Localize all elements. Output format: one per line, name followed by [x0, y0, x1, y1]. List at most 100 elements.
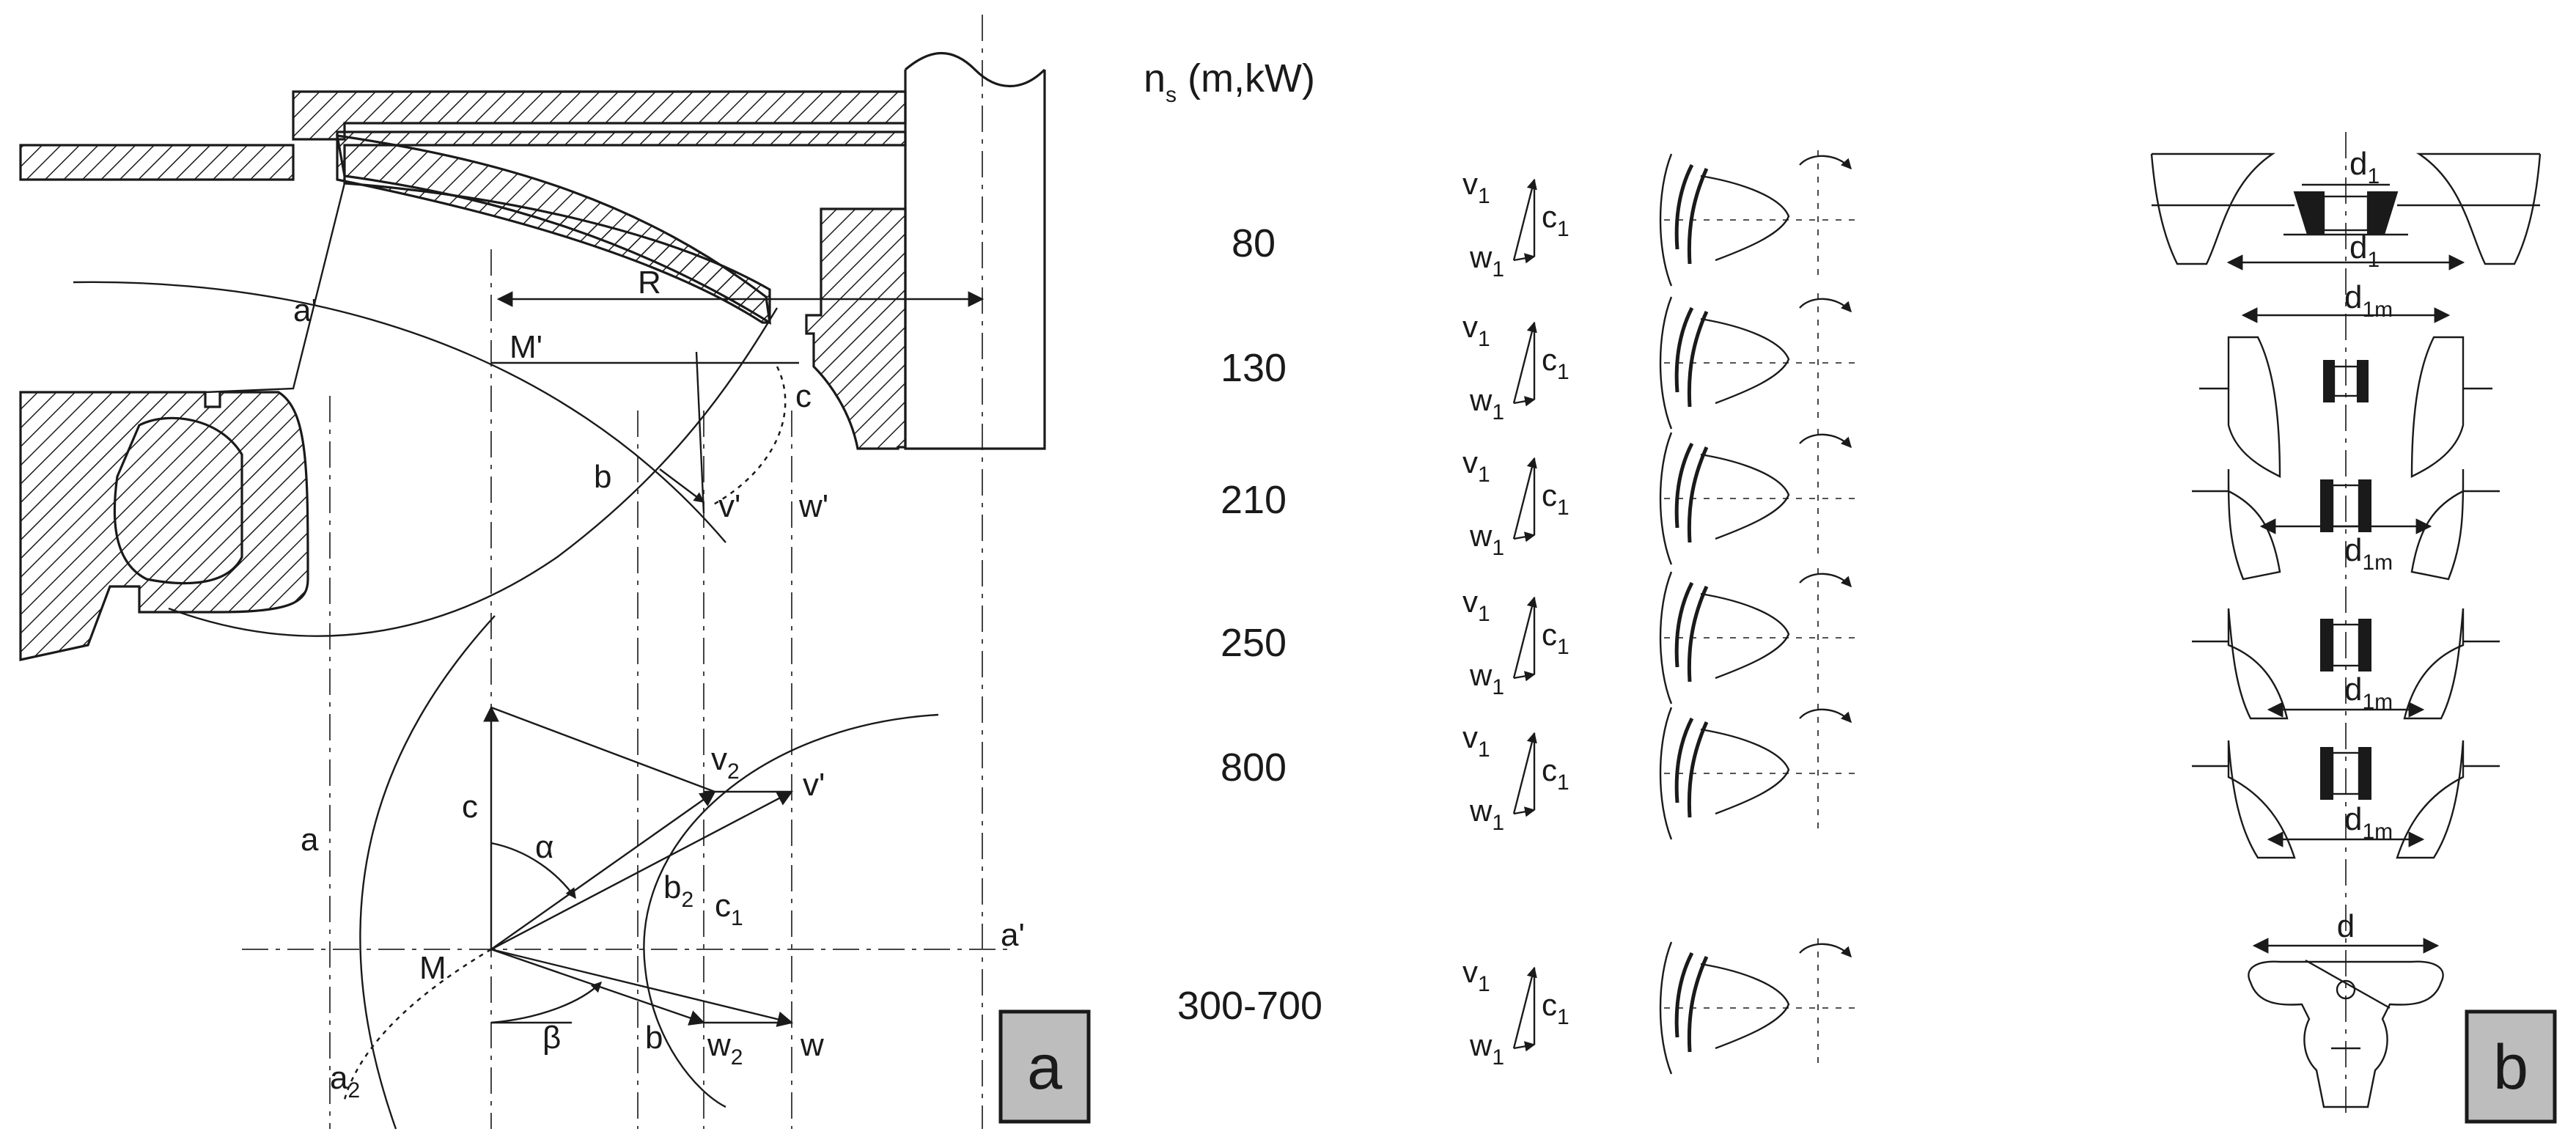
label-v1: v1	[1462, 720, 1490, 762]
blade-sketch	[1659, 938, 1862, 1075]
label-c1: c1	[1542, 753, 1569, 795]
ns-header: ns (m,kW)	[1144, 56, 1315, 107]
vector-w1	[1513, 396, 1536, 407]
rotation-arrow	[1799, 433, 1852, 449]
runner-profile-6	[2248, 959, 2444, 1108]
panel-tag-b-box	[2465, 1009, 2557, 1124]
vector-w1	[1513, 1041, 1536, 1052]
ns-value: 800	[1221, 746, 1287, 790]
vector-w1	[1513, 806, 1536, 817]
ns-value: 250	[1221, 621, 1287, 665]
vector-w1	[1513, 531, 1536, 542]
runner-profile-4	[2192, 608, 2500, 720]
label-v1: v1	[1462, 309, 1490, 351]
label-b2: b2	[663, 869, 693, 912]
vector-v1	[1512, 596, 1537, 679]
line-c-to-v2	[490, 706, 715, 793]
left-casing-top	[19, 144, 295, 181]
label-w1: w1	[1469, 240, 1504, 282]
specific-speed-column: ns (m,kW) 80 130 210 250 800 300-700	[1144, 56, 1322, 1028]
label-M: M	[419, 950, 446, 986]
velocity-row: v1 c1 w1	[1462, 293, 1862, 430]
blade-sketch	[1659, 568, 1862, 704]
label-beta: β	[542, 1020, 561, 1056]
curve-a2	[343, 948, 492, 1100]
runner-profile-2	[2199, 336, 2492, 478]
label-d: d	[2337, 908, 2355, 944]
runner-profile-5	[2192, 740, 2500, 859]
label-c1: c1	[1542, 199, 1569, 241]
label-v1: v1	[1462, 584, 1490, 626]
blade-sketch	[1659, 704, 1862, 840]
blade-sketch	[1659, 150, 1862, 287]
panel-a-meridional-section	[19, 15, 1046, 1130]
vector-v-prime	[490, 790, 793, 951]
ns-value: 130	[1221, 346, 1287, 390]
label-w2: w2	[707, 1027, 743, 1070]
panel-b-runner-profiles	[2150, 132, 2542, 1114]
rotation-arrow	[1799, 573, 1852, 588]
streamline-b	[695, 351, 705, 514]
label-w1: w1	[1469, 383, 1504, 424]
label-d1: d1	[2349, 229, 2380, 272]
panel-tag-b: b	[2493, 1032, 2528, 1103]
shaft	[904, 70, 1046, 450]
label-M-prime: M'	[509, 329, 542, 365]
runner-hub	[805, 207, 907, 450]
label-b-top: b	[594, 459, 611, 495]
angle-alpha	[490, 842, 576, 899]
rotation-arrow	[1799, 155, 1852, 170]
label-d1m: d1m	[2344, 801, 2393, 844]
vector-w	[490, 948, 794, 1027]
panel-a-labels: R M' a' c b v' w' c a α v2 v' b2 c1 a' M…	[293, 265, 1025, 1103]
label-c1: c1	[1542, 342, 1569, 384]
label-c1: c1	[715, 888, 743, 930]
angle-beta	[490, 981, 603, 1024]
label-c1: c1	[1542, 987, 1569, 1029]
vector-v2	[490, 790, 716, 950]
label-w: w	[800, 1027, 824, 1063]
curve-b	[643, 713, 939, 1108]
velocity-row: v1 c1 w1	[1462, 704, 1862, 840]
vector-v1	[1512, 732, 1537, 814]
vector-v1	[1512, 966, 1537, 1049]
label-c-top: c	[795, 378, 812, 414]
label-a2: a2	[330, 1060, 360, 1103]
runner-band	[336, 134, 772, 325]
curve-a	[359, 615, 496, 1130]
label-a: a	[301, 822, 319, 858]
vector-v1	[1512, 321, 1537, 404]
streamline-upper	[73, 281, 726, 543]
panel-tag-a: a	[1027, 1032, 1062, 1103]
label-v1: v1	[1462, 954, 1490, 996]
label-d1-top: d1	[2349, 146, 2380, 188]
label-v-prime-top: v'	[718, 488, 740, 524]
blade-sketch	[1659, 293, 1862, 430]
rotation-arrow	[1799, 943, 1852, 958]
label-w1: w1	[1469, 518, 1504, 560]
vector-v1	[1512, 457, 1537, 540]
ns-value: 80	[1232, 221, 1276, 265]
label-R: R	[638, 265, 661, 301]
blade-sketch	[1659, 429, 1862, 565]
streamline-a-prime	[205, 183, 346, 394]
streamline-lower	[168, 307, 779, 637]
label-b-bottom: b	[645, 1020, 663, 1056]
label-w-prime: w'	[798, 488, 828, 524]
runner-profile-1	[2150, 152, 2542, 265]
panel-tag-a-box	[998, 1009, 1091, 1124]
label-alpha: α	[535, 829, 553, 865]
ns-value: 210	[1221, 478, 1287, 522]
label-w1: w1	[1469, 1028, 1504, 1070]
label-c-left: c	[462, 789, 478, 825]
stay-vane	[113, 416, 243, 585]
vector-v-prime-top	[659, 468, 705, 503]
ns-value: 300-700	[1177, 984, 1322, 1028]
velocity-row: v1 c1 w1	[1462, 938, 1862, 1075]
label-w1: w1	[1469, 793, 1504, 835]
